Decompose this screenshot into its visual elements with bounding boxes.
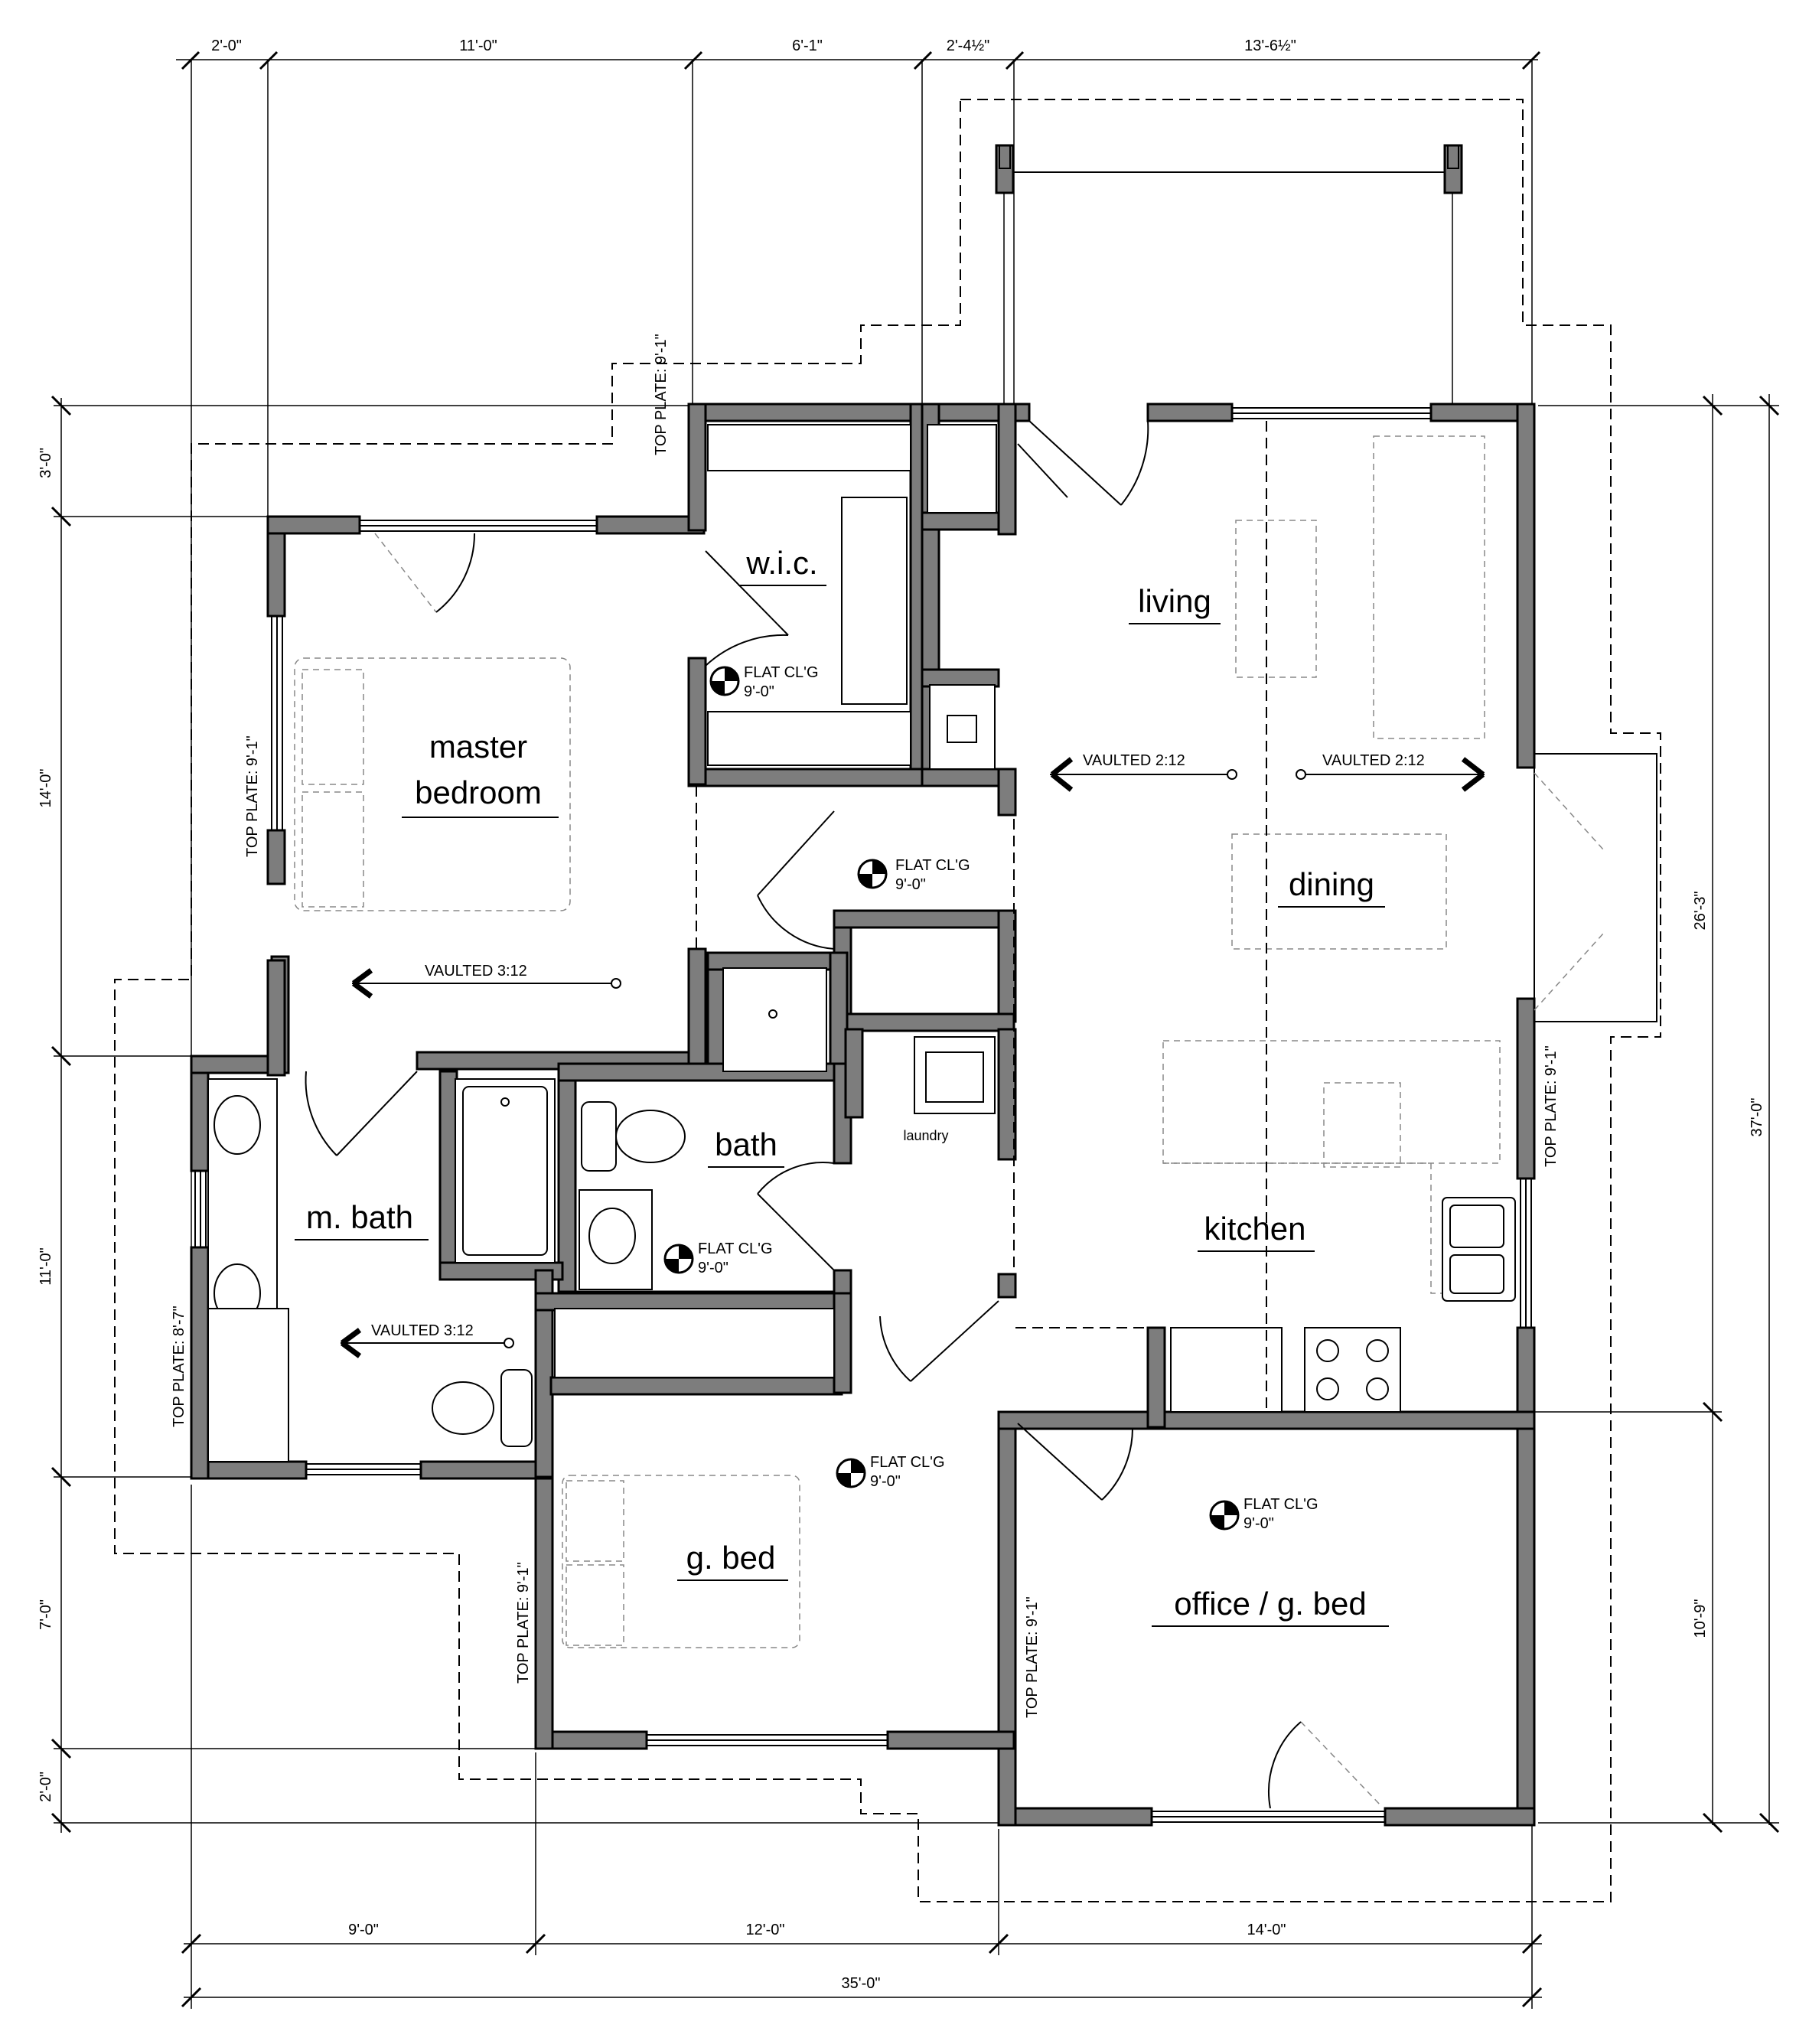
note-topplate-master: TOP PLATE: 9'-1" [244, 735, 261, 857]
note-flat-gbed: FLAT CL'G [870, 1454, 945, 1471]
flat-ceiling-hall-symbol [857, 859, 888, 889]
room-office: office / g. bed [1174, 1586, 1366, 1622]
dim-top-5: 13'-6½" [1244, 37, 1296, 54]
room-laundry: laundry [903, 1128, 948, 1143]
dim-top-3: 6'-1" [792, 37, 823, 54]
dim-overall: 35'-0" [842, 1975, 881, 1992]
note-topplate-right: TOP PLATE: 9'-1" [1543, 1045, 1560, 1167]
porch [995, 144, 1463, 413]
dim-left-4: 7'-0" [37, 1599, 54, 1630]
dim-left-1: 3'-0" [37, 448, 54, 478]
dim-right-3: 37'-0" [1749, 1098, 1765, 1137]
room-dining: dining [1289, 866, 1374, 902]
note-flat-wic: FLAT CL'G [744, 664, 819, 681]
dim-right-2: 10'-9" [1692, 1599, 1709, 1638]
interior-walls [416, 403, 1536, 1478]
room-living: living [1138, 583, 1211, 619]
note-flat-gbed-ht: 9'-0" [870, 1473, 901, 1490]
room-labels: w.i.c. master bedroom living dining bath… [295, 545, 1389, 1627]
dimension-left: 3'-0" 14'-0" 11'-0" 7'-0" 2'-0" [37, 395, 999, 1834]
note-flat-wic-ht: 9'-0" [744, 683, 774, 700]
room-master-line2: bedroom [415, 774, 542, 810]
note-vault-master: VAULTED 3:12 [425, 963, 527, 980]
note-topplate-office: TOP PLATE: 9'-1" [1024, 1596, 1041, 1718]
dimension-top: 2'-0" 11'-0" 6'-1" 2'-4½" 13'-6½" [176, 37, 1541, 1458]
room-master-line1: master [429, 729, 527, 764]
dim-bottom-3: 14'-0" [1247, 1922, 1286, 1938]
dim-left-5: 2'-0" [37, 1772, 54, 1802]
note-flat-bath-ht: 9'-0" [698, 1260, 728, 1276]
dim-right-1: 26'-3" [1692, 892, 1709, 931]
note-flat-office: FLAT CL'G [1243, 1496, 1318, 1513]
ceiling-notes: VAULTED 2:12 VAULTED 2:12 VAULTED 3:12 V… [171, 334, 1560, 1718]
note-topplate-mbath: TOP PLATE: 8'-7" [171, 1306, 187, 1427]
fixtures [207, 421, 1516, 1648]
windows [194, 407, 1532, 1823]
dim-top-2: 11'-0" [459, 37, 497, 54]
note-flat-bath: FLAT CL'G [698, 1240, 773, 1257]
dim-top-1: 2'-0" [211, 37, 242, 54]
dimension-right: 26'-3" 10'-9" 37'-0" [1527, 394, 1780, 1834]
room-gbed: g. bed [686, 1540, 776, 1576]
room-bath: bath [715, 1126, 777, 1162]
dim-left-2: 14'-0" [37, 769, 54, 808]
note-vault-mbath: VAULTED 3:12 [371, 1322, 474, 1339]
room-wic: w.i.c. [745, 545, 817, 581]
note-vault-dining: VAULTED 2:12 [1322, 752, 1425, 769]
room-kitchen: kitchen [1204, 1211, 1305, 1247]
flat-ceiling-gbed-symbol [836, 1458, 866, 1488]
flat-ceiling-wic-symbol [709, 666, 740, 696]
flat-ceiling-bath-symbol [663, 1244, 694, 1274]
dim-left-3: 11'-0" [37, 1247, 54, 1285]
dim-bottom-1: 9'-0" [348, 1922, 379, 1938]
dim-top-4: 2'-4½" [947, 37, 990, 54]
roof-outline [114, 99, 1661, 1902]
dimension-bottom: 9'-0" 12'-0" 14'-0" 35'-0" [181, 1485, 1543, 2009]
note-topplate-rear: TOP PLATE: 9'-1" [653, 334, 670, 455]
flat-ceiling-office-symbol [1209, 1500, 1240, 1531]
note-topplate-gbed: TOP PLATE: 9'-1" [515, 1562, 532, 1684]
room-mbath: m. bath [306, 1199, 413, 1235]
ceiling-markers [340, 666, 1485, 1531]
note-vault-living: VAULTED 2:12 [1083, 752, 1185, 769]
note-flat-hall: FLAT CL'G [895, 857, 970, 874]
note-flat-office-ht: 9'-0" [1243, 1515, 1274, 1532]
doors [305, 420, 1657, 1809]
note-flat-hall-ht: 9'-0" [895, 876, 926, 893]
dim-bottom-2: 12'-0" [746, 1922, 785, 1938]
exterior-walls [190, 403, 1536, 1827]
